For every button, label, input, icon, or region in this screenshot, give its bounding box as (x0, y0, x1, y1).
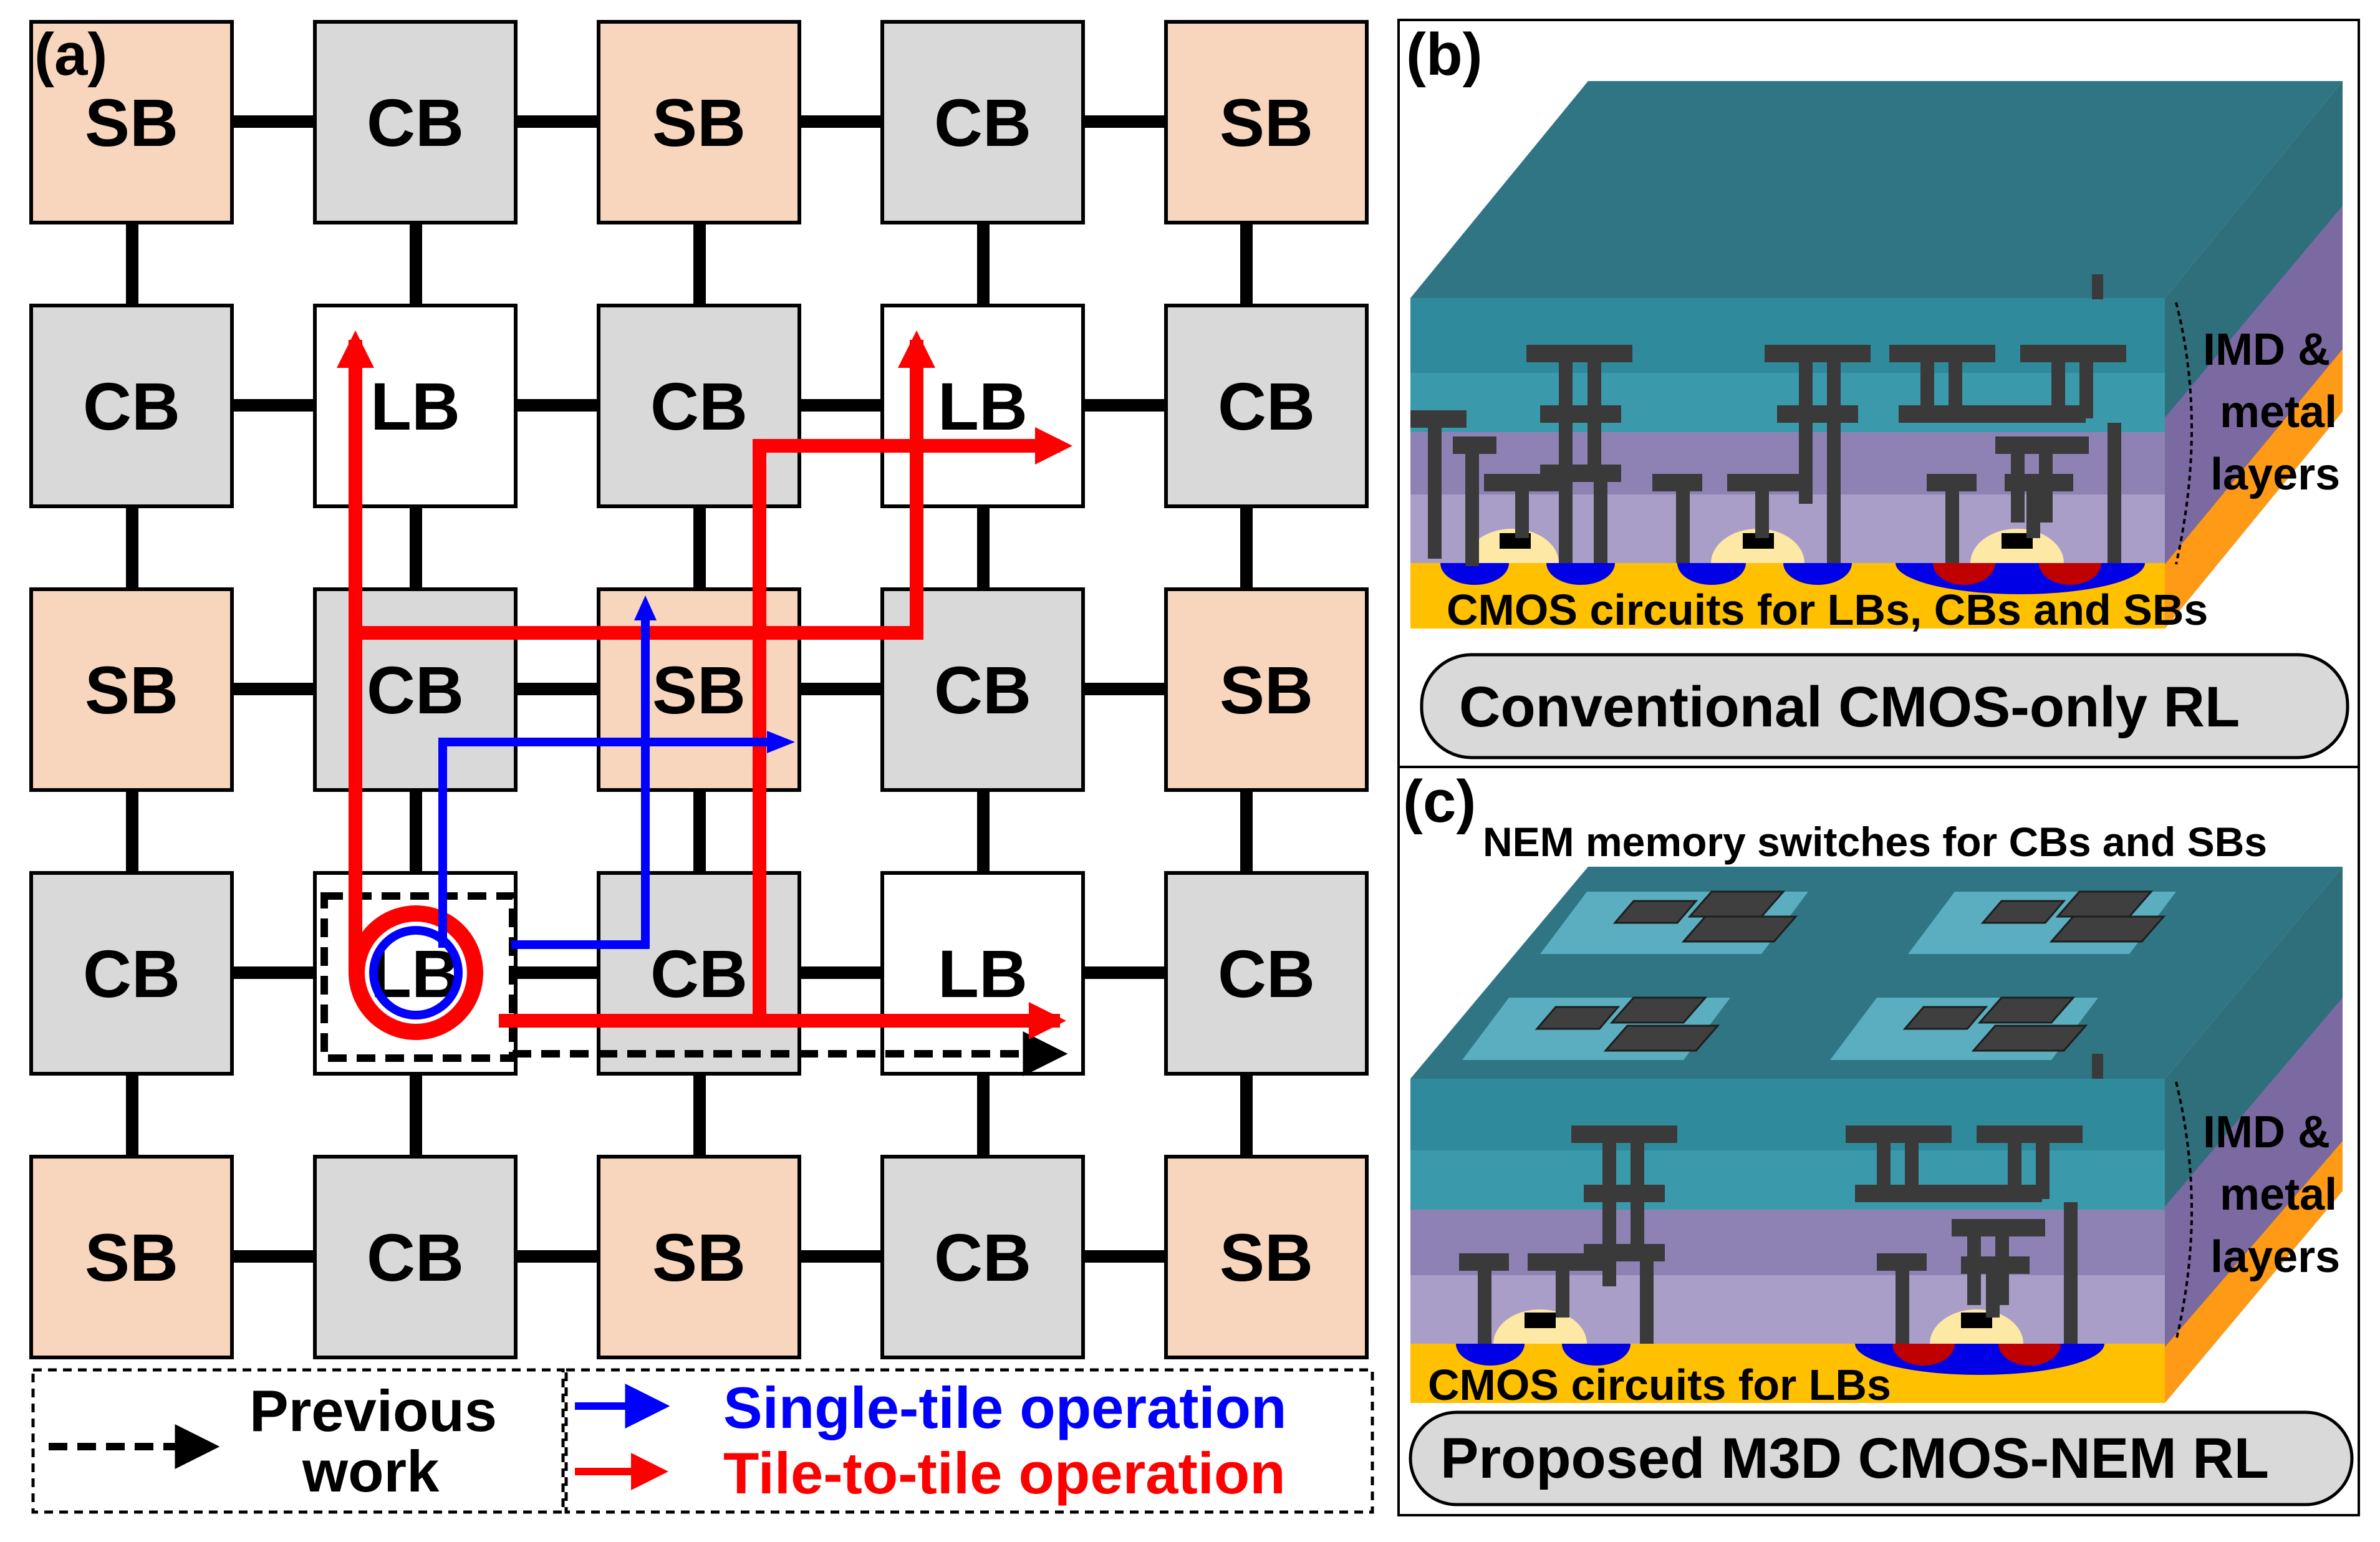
block-cb-0-3 (880, 20, 1085, 224)
block-cb-3-4 (1164, 871, 1369, 1076)
block-label-2-4: SB (1220, 652, 1313, 728)
block-label-2-0: SB (85, 652, 178, 728)
block-sb-4-4 (1164, 1155, 1369, 1359)
interconnects (1459, 1054, 2103, 1344)
panel-b: (b) (1397, 19, 2360, 768)
panel-b-side-line3: layers (2210, 450, 2340, 499)
panel-b-side-line1: IMD & (2203, 325, 2330, 375)
panel-b-substrate-text: CMOS circuits for LBs, CBs and SBs (1447, 585, 2208, 634)
panel-b-side-line2: metal (2220, 387, 2337, 437)
block-label-1-0: CB (83, 369, 180, 444)
legend-tile-text: Tile-to-tile operation (723, 1440, 1286, 1506)
block-sb-0-2 (597, 20, 801, 224)
block-sb-4-0 (29, 1155, 234, 1359)
panel-c-caption: Proposed M3D CMOS-NEM RL (1440, 1427, 2269, 1490)
single-tile-paths (438, 608, 767, 949)
block-cb-1-4 (1164, 304, 1369, 508)
block-label-3-2: CB (650, 936, 748, 1011)
block-label-4-4: SB (1220, 1220, 1313, 1295)
block-sb-2-4 (1164, 587, 1369, 792)
block-cb-3-0 (29, 871, 234, 1076)
block-label-4-1: CB (367, 1220, 464, 1295)
panel-b-label: (b) (1406, 21, 1483, 88)
block-sb-4-2 (597, 1155, 801, 1359)
panel-c-side-line1: IMD & (2203, 1107, 2330, 1157)
side-layer-purple (2165, 206, 2343, 564)
imd-brace (2175, 1081, 2193, 1341)
legend-operation-box (564, 1368, 1374, 1514)
interconnects (1410, 274, 2126, 566)
block-label-3-0: CB (83, 936, 180, 1011)
legend-previous-line1: Previous (249, 1378, 497, 1443)
panel-c-substrate-text: CMOS circuits for LBs (1428, 1361, 1891, 1409)
block-cb-0-1 (313, 20, 518, 224)
panel-c: (c) NEM memory switches for CBs and SBs (1397, 766, 2360, 1516)
block-label-4-2: SB (652, 1220, 746, 1295)
panel-c-side-line2: metal (2220, 1170, 2337, 1220)
block-label-3-3: LB (938, 936, 1028, 1011)
transistors (1456, 1309, 2104, 1375)
block-lb-1-1 (313, 304, 518, 508)
panel-b-caption-pill (1420, 653, 2349, 759)
block-label-0-3: CB (934, 85, 1031, 160)
legend-previous-line2: work (302, 1438, 440, 1504)
block-label-2-2: SB (652, 652, 746, 728)
legend-single-text: Single-tile operation (723, 1375, 1287, 1440)
side-layer-purple (2165, 998, 2343, 1347)
block-label-1-1: LB (370, 369, 460, 444)
block-label-0-1: CB (367, 85, 464, 160)
nem-switches (1534, 890, 2166, 1052)
block-label-1-3: LB (938, 369, 1028, 444)
panel-b-caption: Conventional CMOS-only RL (1459, 675, 2240, 739)
block-sb-2-0 (29, 587, 234, 792)
tile-to-tile-arrowheads (337, 330, 1072, 1039)
block-cb-4-1 (313, 1155, 518, 1359)
panel-c-side-line3: layers (2210, 1232, 2340, 1282)
panel-c-label: (c) (1403, 768, 1476, 835)
block-cb-2-1 (313, 587, 518, 792)
tile-to-tile-origin-ring (349, 905, 483, 1040)
previous-work-box (320, 892, 516, 1062)
legend-previous-box (31, 1368, 565, 1514)
block-sb-0-0 (29, 20, 234, 224)
block-cb-4-3 (880, 1155, 1085, 1359)
block-label-0-2: SB (652, 85, 746, 160)
block-label-4-3: CB (934, 1220, 1031, 1295)
block-label-0-4: SB (1220, 85, 1313, 160)
single-tile-origin-ring (369, 926, 463, 1019)
block-label-2-3: CB (934, 652, 1031, 728)
block-label-2-1: CB (367, 652, 464, 728)
front-imd-mid (1410, 1150, 2165, 1210)
tile-to-tile-paths (349, 340, 1060, 1028)
block-cb-1-0 (29, 304, 234, 508)
panel-c-top-text: NEM memory switches for CBs and SBs (1483, 819, 2267, 865)
front-metal-purple (1410, 1210, 2165, 1275)
legend: Previous work Single-tile operation Tile… (31, 1368, 1374, 1514)
block-label-4-0: SB (85, 1220, 178, 1295)
side-layer-orange (2165, 349, 2343, 629)
side-layer-orange (2165, 1141, 2343, 1403)
block-sb-0-4 (1164, 20, 1369, 224)
block-label-1-2: CB (650, 369, 748, 444)
panel-a-label: (a) (34, 21, 107, 88)
stack-top-face (1410, 81, 2343, 298)
panel-c-caption-pill (1409, 1410, 2354, 1506)
block-label-0-0: SB (85, 85, 178, 160)
single-tile-arrowheads (634, 595, 795, 753)
block-label-1-4: CB (1218, 369, 1315, 444)
block-label-3-4: CB (1218, 936, 1315, 1011)
